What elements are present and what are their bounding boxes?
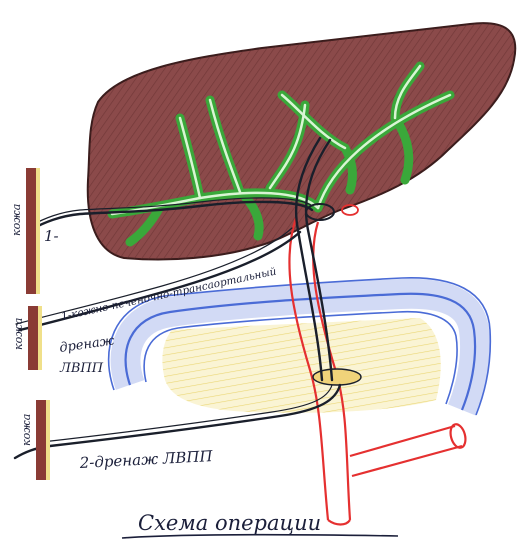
skin-label-lower: кожа xyxy=(20,414,33,446)
upper-drain-label: 1- xyxy=(44,227,59,245)
skin-label-middle: кожа xyxy=(12,318,25,350)
caption-underline xyxy=(122,535,398,538)
lower-drain-label: 2-дренаж ЛВПП xyxy=(78,447,214,472)
diagram-caption: Схема операции xyxy=(138,511,321,535)
middle-drain-label-line3: ЛВПП xyxy=(59,361,104,376)
skin-label-upper: кожа xyxy=(10,204,23,236)
pancreas xyxy=(162,318,440,413)
middle-drain-label-line2: дренаж xyxy=(58,333,115,356)
